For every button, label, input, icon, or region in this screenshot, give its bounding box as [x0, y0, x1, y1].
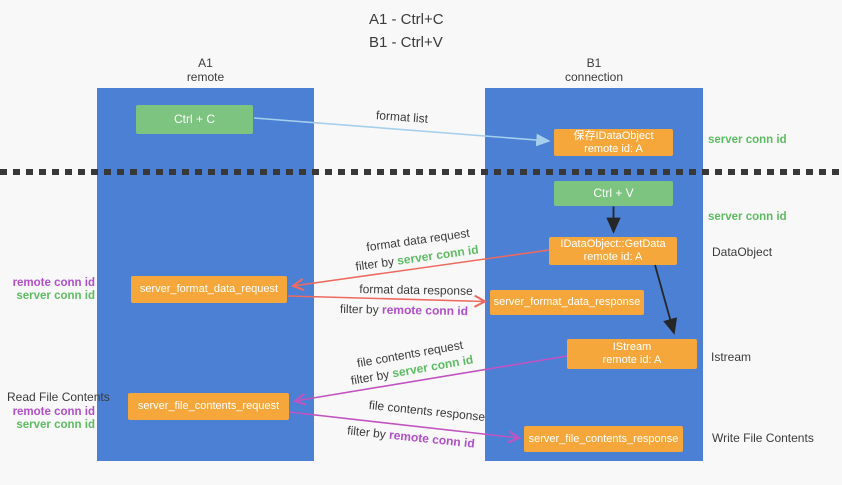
remote-conn-id-text: remote conn id	[381, 302, 469, 319]
format-list-label: format list	[375, 108, 429, 126]
node-server-file-contents-request-label: server_file_contents_request	[137, 400, 280, 412]
filter-by-text: filter by	[354, 253, 399, 274]
filter-by-text: filter by	[346, 423, 390, 442]
istream-label: Istream	[711, 350, 752, 364]
b1-server-conn-id-mid-label: server conn id	[708, 211, 787, 223]
lane-a1-header: A1 remote	[97, 56, 314, 84]
lane-a1-name: A1	[198, 56, 213, 70]
node-ctrl-v: Ctrl + V	[554, 181, 673, 206]
read-file-contents-label: Read File Contents	[7, 390, 110, 404]
node-ctrl-v-label: Ctrl + V	[593, 186, 634, 200]
node-ctrl-c-label: Ctrl + C	[173, 112, 215, 126]
lane-b1-name: B1	[586, 56, 602, 70]
lane-b1-header: B1 connection	[485, 56, 703, 84]
title-line-2: B1 - Ctrl+V	[369, 34, 443, 51]
lane-a1-subtitle: remote	[186, 70, 225, 84]
node-server-format-data-response: server_format_data_response	[490, 290, 644, 315]
node-istream: IStream remote id: A	[567, 339, 697, 369]
node-idataobject-getdata: IDataObject::GetData remote id: A	[549, 237, 677, 265]
node-server-format-data-response-label: server_format_data_response	[493, 296, 641, 308]
remote-conn-id-label: remote conn id	[12, 277, 95, 289]
file-contents-response-filter-label: filter by remote conn id	[347, 423, 476, 450]
session-divider-line	[0, 169, 842, 175]
node-server-format-data-request-label: server_format_data_request	[139, 283, 279, 295]
format-data-response-filter-label: filter by remote conn id	[340, 302, 468, 318]
b1-server-conn-id-top-label: server conn id	[708, 134, 787, 146]
node-istream-line1: IStream	[612, 341, 652, 353]
title-line-1: A1 - Ctrl+C	[369, 11, 444, 28]
remote-conn-id-label: remote conn id	[12, 406, 95, 418]
remote-conn-id-text: remote conn id	[388, 427, 476, 451]
file-contents-response-label: file contents response	[368, 397, 486, 425]
node-idataobject-getdata-line2: remote id: A	[583, 251, 643, 263]
server-conn-id-label: server conn id	[16, 419, 95, 431]
node-istream-line2: remote id: A	[602, 354, 662, 366]
node-server-format-data-request: server_format_data_request	[131, 276, 287, 303]
format-data-response-label: format data response	[359, 282, 473, 298]
diagram-title: A1 - Ctrl+C B1 - Ctrl+V	[369, 8, 444, 54]
node-server-file-contents-response-label: server_file_contents_response	[528, 432, 679, 445]
filter-by-text: filter by	[339, 301, 383, 317]
node-ctrl-c: Ctrl + C	[136, 105, 253, 134]
node-server-file-contents-request: server_file_contents_request	[128, 393, 289, 420]
dataobject-label: DataObject	[712, 245, 773, 259]
lane-b1-subtitle: connection	[564, 70, 624, 84]
node-server-file-contents-response: server_file_contents_response	[524, 426, 683, 452]
node-save-idataobject-line2: remote id: A	[584, 142, 643, 155]
write-file-contents-label: Write File Contents	[712, 431, 814, 445]
server-conn-id-label: server conn id	[16, 290, 95, 302]
node-save-idataobject: 保存IDataObject remote id: A	[554, 129, 673, 156]
a1-file-conn-ids: remote conn id server conn id	[0, 406, 95, 432]
node-save-idataobject-line1: 保存IDataObject	[573, 129, 654, 142]
filter-by-text: filter by	[349, 366, 394, 388]
node-idataobject-getdata-line1: IDataObject::GetData	[560, 238, 666, 250]
a1-format-conn-ids: remote conn id server conn id	[0, 277, 95, 303]
